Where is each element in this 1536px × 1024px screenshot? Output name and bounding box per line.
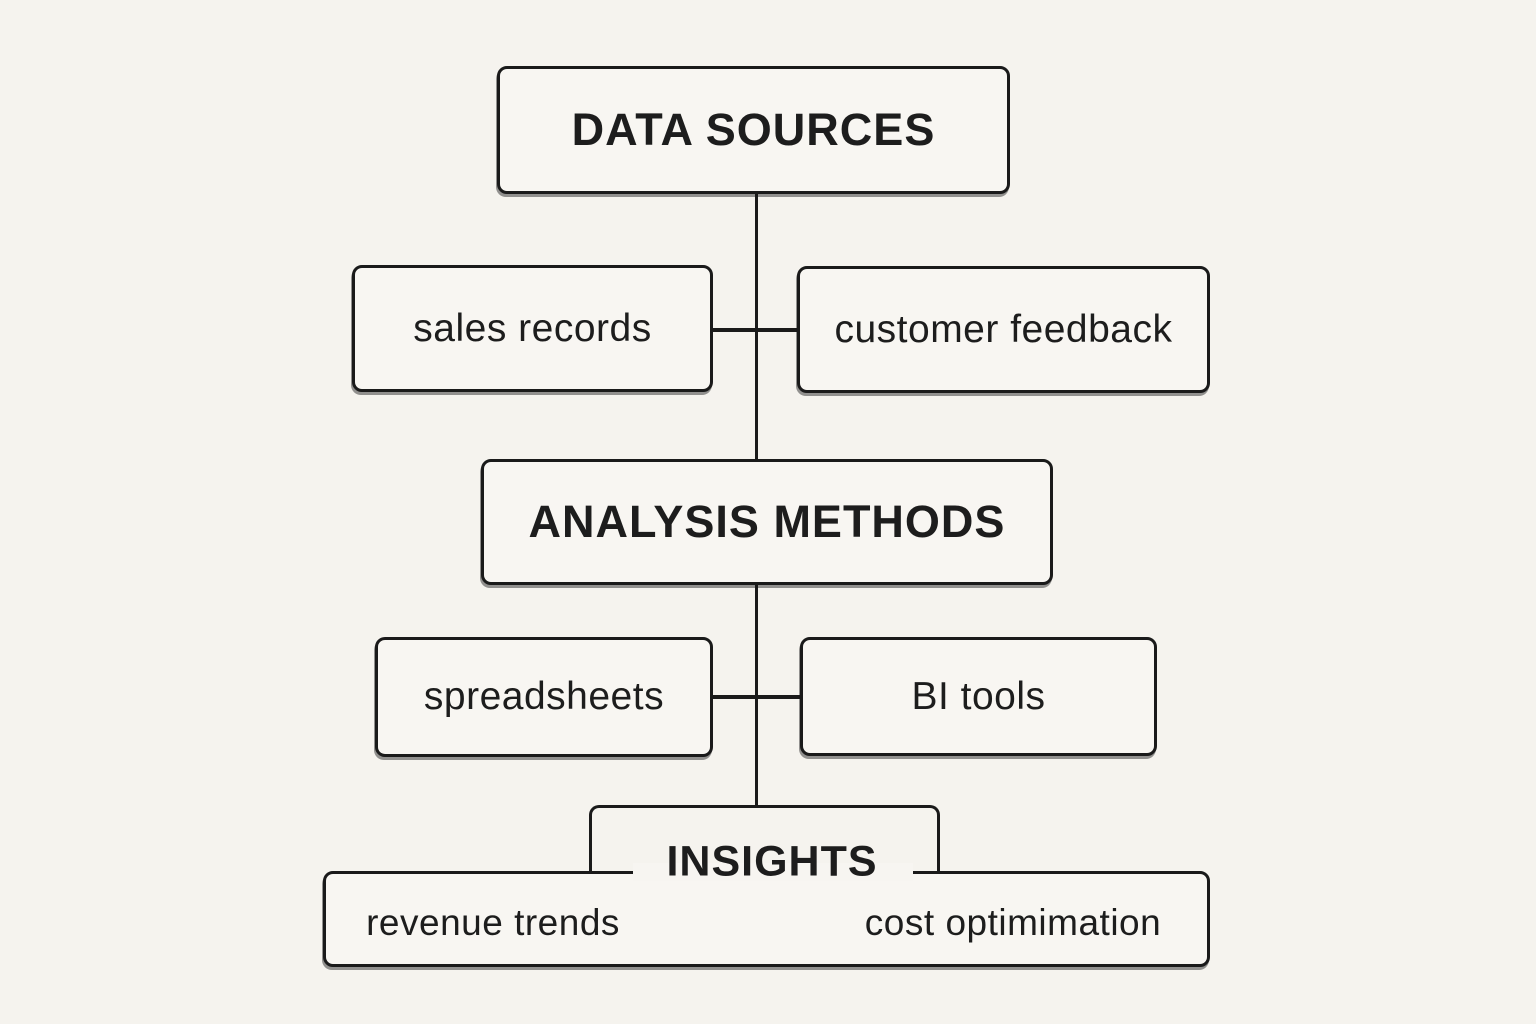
connector-sales-records-customer-feedback <box>711 328 799 332</box>
node-spreadsheets-label: spreadsheets <box>423 675 665 718</box>
node-spreadsheets: spreadsheets <box>375 637 713 757</box>
node-data-sources: DATA SOURCES <box>497 66 1010 194</box>
node-sales-records: sales records <box>352 265 713 392</box>
node-insights-children-box <box>323 871 1210 967</box>
node-customer-feedback: customer feedback <box>797 266 1210 393</box>
node-analysis-methods-label: ANALYSIS METHODS <box>528 496 1006 547</box>
node-revenue-trends-label: revenue trends <box>366 902 620 943</box>
connector-spreadsheets-bi-tools <box>711 695 802 699</box>
node-insights-label: INSIGHTS <box>666 837 878 886</box>
connector-sources-to-analysis <box>755 193 758 460</box>
node-sales-records-label: sales records <box>413 306 652 350</box>
node-insights <box>589 805 940 874</box>
node-bi-tools-label: BI tools <box>911 674 1046 718</box>
node-cost-optimimation-label: cost optimimation <box>864 902 1162 943</box>
node-analysis-methods: ANALYSIS METHODS <box>481 459 1053 585</box>
node-customer-feedback-label: customer feedback <box>834 307 1173 351</box>
node-data-sources-label: DATA SOURCES <box>571 104 936 155</box>
node-bi-tools: BI tools <box>800 637 1157 756</box>
insights-border-gap <box>633 863 913 881</box>
